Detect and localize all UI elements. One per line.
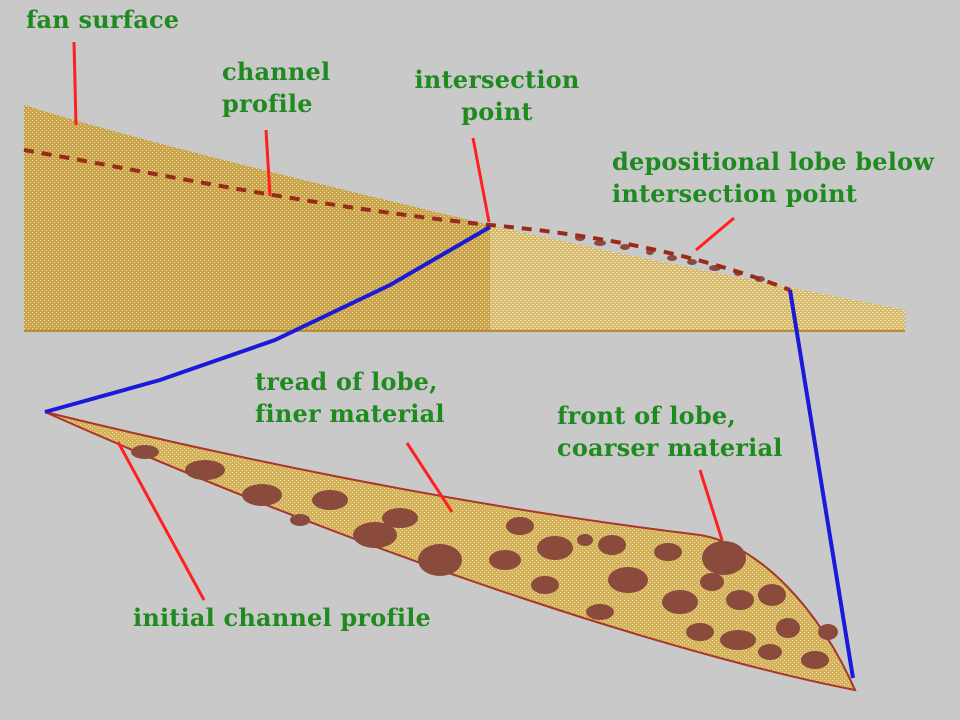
label-front-of-lobe: front of lobe, coarser material xyxy=(557,401,783,462)
label-intersection-point: intersection point xyxy=(414,65,580,126)
label-tread-of-lobe: tread of lobe, finer material xyxy=(255,367,445,428)
lobe-front-connector-line xyxy=(788,289,855,679)
pointer-lines xyxy=(72,41,735,601)
pointer-channel-profile xyxy=(264,129,272,197)
fan-body-upper xyxy=(24,105,490,332)
pointer-initial-channel-profile xyxy=(116,441,206,601)
pointer-depositional-lobe xyxy=(695,216,735,252)
label-channel-profile: channel profile xyxy=(222,57,331,118)
pointer-tread-of-lobe xyxy=(405,442,454,513)
channel-profile-dashed-line xyxy=(23,148,791,292)
pointer-fan-surface xyxy=(72,41,78,126)
pointer-front-of-lobe xyxy=(698,469,724,541)
label-depositional-lobe: depositional lobe below intersection poi… xyxy=(612,147,935,208)
lobe-coarse-clasts xyxy=(131,445,838,669)
intersection-connector-line xyxy=(44,225,492,414)
label-fan-surface: fan surface xyxy=(26,5,180,34)
pointer-intersection-point xyxy=(471,137,491,223)
fan-body-lower xyxy=(490,225,905,332)
label-initial-channel-profile: initial channel profile xyxy=(133,603,432,632)
